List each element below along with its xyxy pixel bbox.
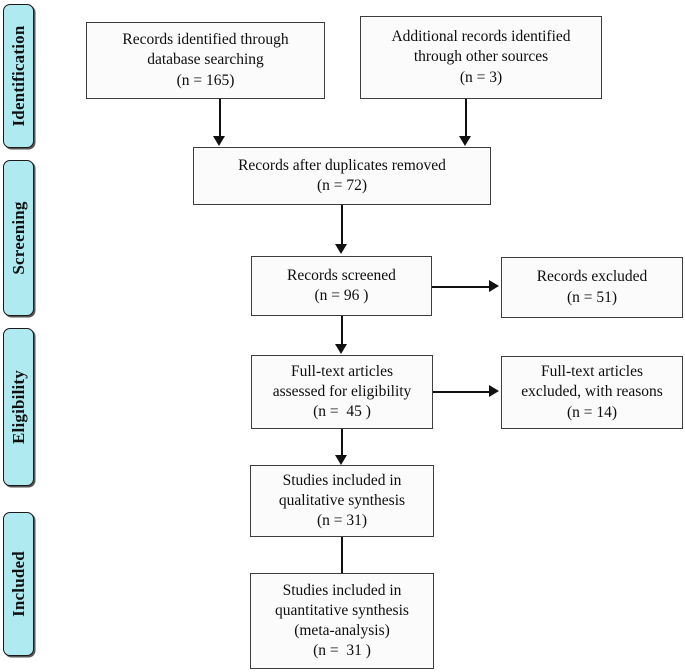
- box-line-2: qualitative synthesis: [278, 491, 406, 509]
- connector-screened-to-fulltext: [341, 316, 343, 345]
- arrowhead-fulltext-to-qualitative: [335, 455, 347, 465]
- connector-fulltext-to-excluded: [433, 391, 490, 393]
- box-line-1: Records identified through: [122, 31, 289, 49]
- box-line-3: (n = 165): [176, 71, 235, 89]
- box-records-excluded: Records excluded (n = 51): [501, 257, 683, 318]
- box-line-4: (n = 31 ): [313, 642, 371, 660]
- arrowhead-additional-to-duplicates: [459, 136, 471, 146]
- box-line-2: (n = 96 ): [314, 287, 369, 304]
- connector-qualitative-to-quantitative: [341, 537, 343, 579]
- box-line-2: (n = 51): [566, 288, 618, 306]
- box-records-after-duplicates-removed: Records after duplicates removed (n = 72…: [193, 147, 491, 205]
- box-line-2: assessed for eligibility: [272, 382, 412, 400]
- arrowhead-screened-to-fulltext: [335, 344, 347, 354]
- box-line-3: (meta-analysis): [294, 622, 390, 639]
- connector-fulltext-to-qualitative: [341, 429, 343, 456]
- box-qualitative-synthesis: Studies included in qualitative synthesi…: [250, 465, 434, 537]
- connector-screened-to-excluded: [432, 286, 490, 288]
- stage-label-included: Included: [8, 551, 28, 617]
- box-line-3: (n = 3): [459, 68, 503, 86]
- stage-label-identification: Identification: [8, 25, 28, 127]
- box-line-2: excluded, with reasons: [521, 383, 663, 401]
- stage-bar-included: Included: [3, 512, 34, 656]
- connector-identified-to-duplicates: [219, 99, 221, 137]
- box-line-1: Studies included in: [282, 471, 402, 489]
- box-quantitative-synthesis: Studies included in quantitative synthes…: [250, 573, 434, 669]
- box-line-1: Full-text articles: [290, 362, 393, 380]
- box-records-screened: Records screened (n = 96 ): [251, 256, 432, 316]
- box-line-1: Full-text articles: [540, 363, 643, 381]
- box-line-2: quantitative synthesis: [275, 601, 409, 619]
- arrowhead-identified-to-duplicates: [213, 136, 225, 146]
- box-line-3: (n = 45 ): [313, 403, 371, 421]
- box-full-text-excluded: Full-text articles excluded, with reason…: [501, 356, 683, 429]
- box-line-2: through other sources: [413, 48, 549, 66]
- arrowhead-fulltext-to-excluded: [489, 385, 499, 397]
- box-line-1: Records excluded: [536, 268, 648, 286]
- arrowhead-duplicates-to-screened: [335, 244, 347, 254]
- box-line-3: (n = 14): [566, 403, 618, 421]
- box-line-1: Records screened: [287, 266, 396, 284]
- box-line-1: Records after duplicates removed: [238, 156, 446, 174]
- box-line-1: Additional records identified: [391, 28, 571, 46]
- box-full-text-assessed: Full-text articles assessed for eligibil…: [251, 355, 433, 429]
- stage-bar-eligibility: Eligibility: [3, 328, 34, 486]
- arrowhead-screened-to-excluded: [489, 280, 499, 292]
- box-additional-records-other-sources: Additional records identified through ot…: [360, 16, 602, 99]
- box-line-2: database searching: [147, 51, 264, 69]
- stage-label-screening: Screening: [8, 201, 28, 275]
- box-line-1: Studies included in: [282, 581, 402, 599]
- box-line-3: (n = 31): [316, 512, 368, 530]
- stage-label-eligibility: Eligibility: [8, 370, 28, 444]
- stage-bar-screening: Screening: [3, 160, 34, 316]
- box-line-2: (n = 72): [316, 177, 368, 194]
- connector-additional-to-duplicates: [465, 99, 467, 137]
- connector-duplicates-to-screened: [341, 205, 343, 245]
- stage-bar-identification: Identification: [3, 4, 34, 148]
- box-records-identified-database: Records identified through database sear…: [86, 22, 325, 99]
